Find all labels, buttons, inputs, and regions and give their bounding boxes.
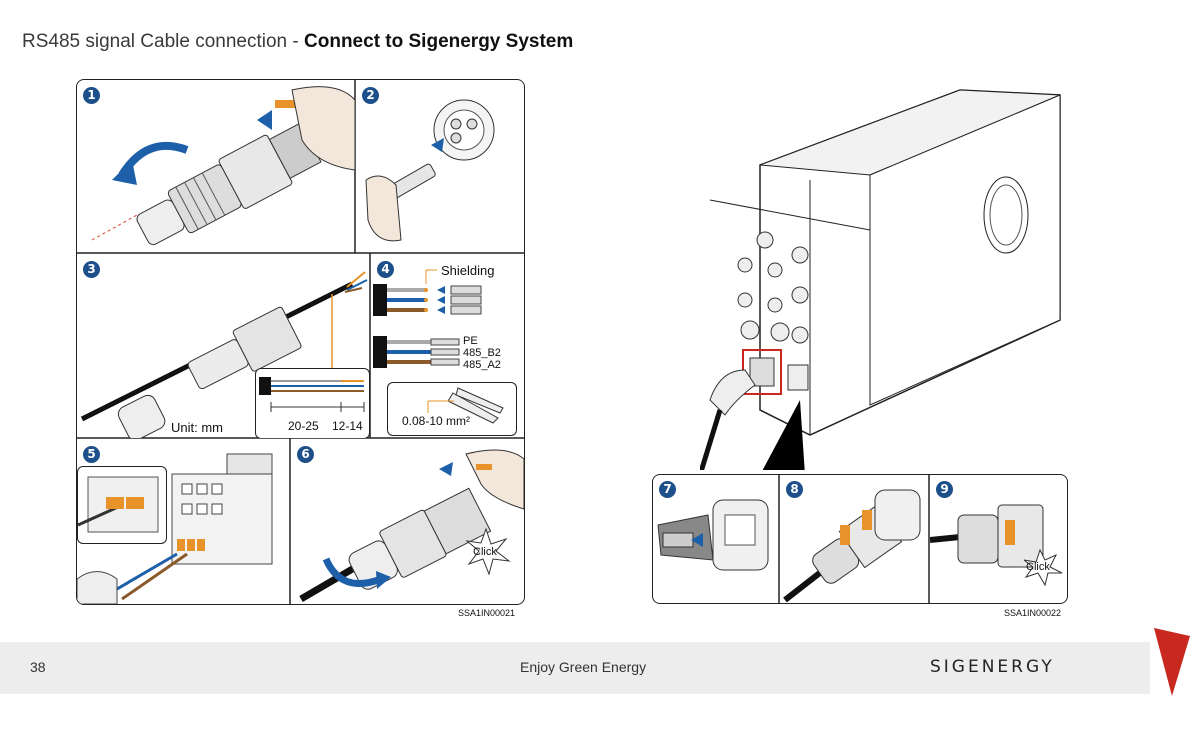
step-5-badge: 5: [83, 446, 100, 463]
step-2-cell: 2: [356, 80, 524, 253]
step-3-cell: 3 Unit: mm: [77, 254, 370, 438]
left-grid-lines: [77, 80, 524, 604]
step-2-badge: 2: [362, 87, 379, 104]
step-1-badge: 1: [83, 87, 100, 104]
crimp-tool-box: 0.08-10 mm²: [387, 382, 517, 436]
terminal-block-illustration: [77, 453, 273, 604]
step-9-badge: 9: [936, 481, 953, 498]
left-figure-code: SSA1IN00021: [458, 608, 516, 618]
step-3-badge: 3: [83, 261, 100, 278]
shielding-label: Shielding: [441, 263, 495, 278]
right-instruction-figure: 7 8 9 Click: [652, 474, 1068, 604]
core-length-label: 12-14: [332, 419, 363, 433]
brand-red-triangle: [1154, 628, 1190, 696]
step-9-cell: 9 Click: [930, 475, 1067, 603]
step-8-badge: 8: [786, 481, 803, 498]
strip-dimension-drawing: [259, 377, 365, 412]
strip-dimension-box: 20-25 12-14: [255, 368, 370, 438]
footer-tagline: Enjoy Green Energy: [520, 659, 647, 675]
step-4-badge: 4: [377, 261, 394, 278]
locked-connector-illustration: [930, 504, 1063, 587]
title-bold: Connect to Sigenergy System: [304, 31, 574, 52]
left-instruction-figure: 1 2: [76, 79, 525, 605]
crimp-tool-drawing: [427, 387, 504, 424]
wire-label-485-a2: 485_A2: [463, 359, 501, 371]
step-6-cell: 6 Click: [291, 439, 524, 604]
step-6-badge: 6: [297, 446, 314, 463]
insert-plug-illustration: [783, 489, 921, 603]
right-figure-code: SSA1IN00022: [1004, 608, 1062, 618]
crimp-range-label: 0.08-10 mm²: [402, 414, 471, 428]
footer-bar: 38 Enjoy Green Energy SIGENERGY: [0, 642, 1150, 694]
step-7-badge: 7: [659, 481, 676, 498]
step-7-cell: 7: [653, 475, 779, 603]
page-number: 38: [30, 659, 46, 675]
step-1-cell: 1: [77, 80, 355, 253]
inverter-device-illustration: [700, 89, 1061, 470]
title-prefix: RS485 signal Cable connection -: [22, 31, 305, 52]
wire-label-pe: PE: [463, 335, 478, 347]
terminal-detail-inset: [77, 466, 167, 544]
sigenergy-logo: SIGENERGY: [930, 657, 1055, 677]
right-grid-lines: [778, 475, 930, 603]
remove-cap-illustration: [657, 499, 769, 571]
step-5-cell: 5: [77, 439, 290, 604]
terminal-detail-drawing: [77, 476, 159, 533]
connector-assembly-illustration: [299, 449, 524, 603]
connector-unscrew-illustration: [91, 86, 355, 246]
click-label-step9: Click: [1026, 561, 1050, 573]
unit-label: Unit: mm: [171, 420, 223, 435]
click-label-step6: Click: [473, 546, 497, 558]
step-4-cell: 4 Shielding PE 485_B2: [371, 254, 524, 438]
slide-title: RS485 signal Cable connection - Connect …: [22, 31, 573, 53]
step-8-cell: 8: [780, 475, 929, 603]
pin-insert-illustration: [365, 99, 495, 242]
wire-label-485-b2: 485_B2: [463, 347, 501, 359]
wire-ferrule-illustration: [373, 269, 482, 368]
strip-length-label: 20-25: [288, 419, 319, 433]
